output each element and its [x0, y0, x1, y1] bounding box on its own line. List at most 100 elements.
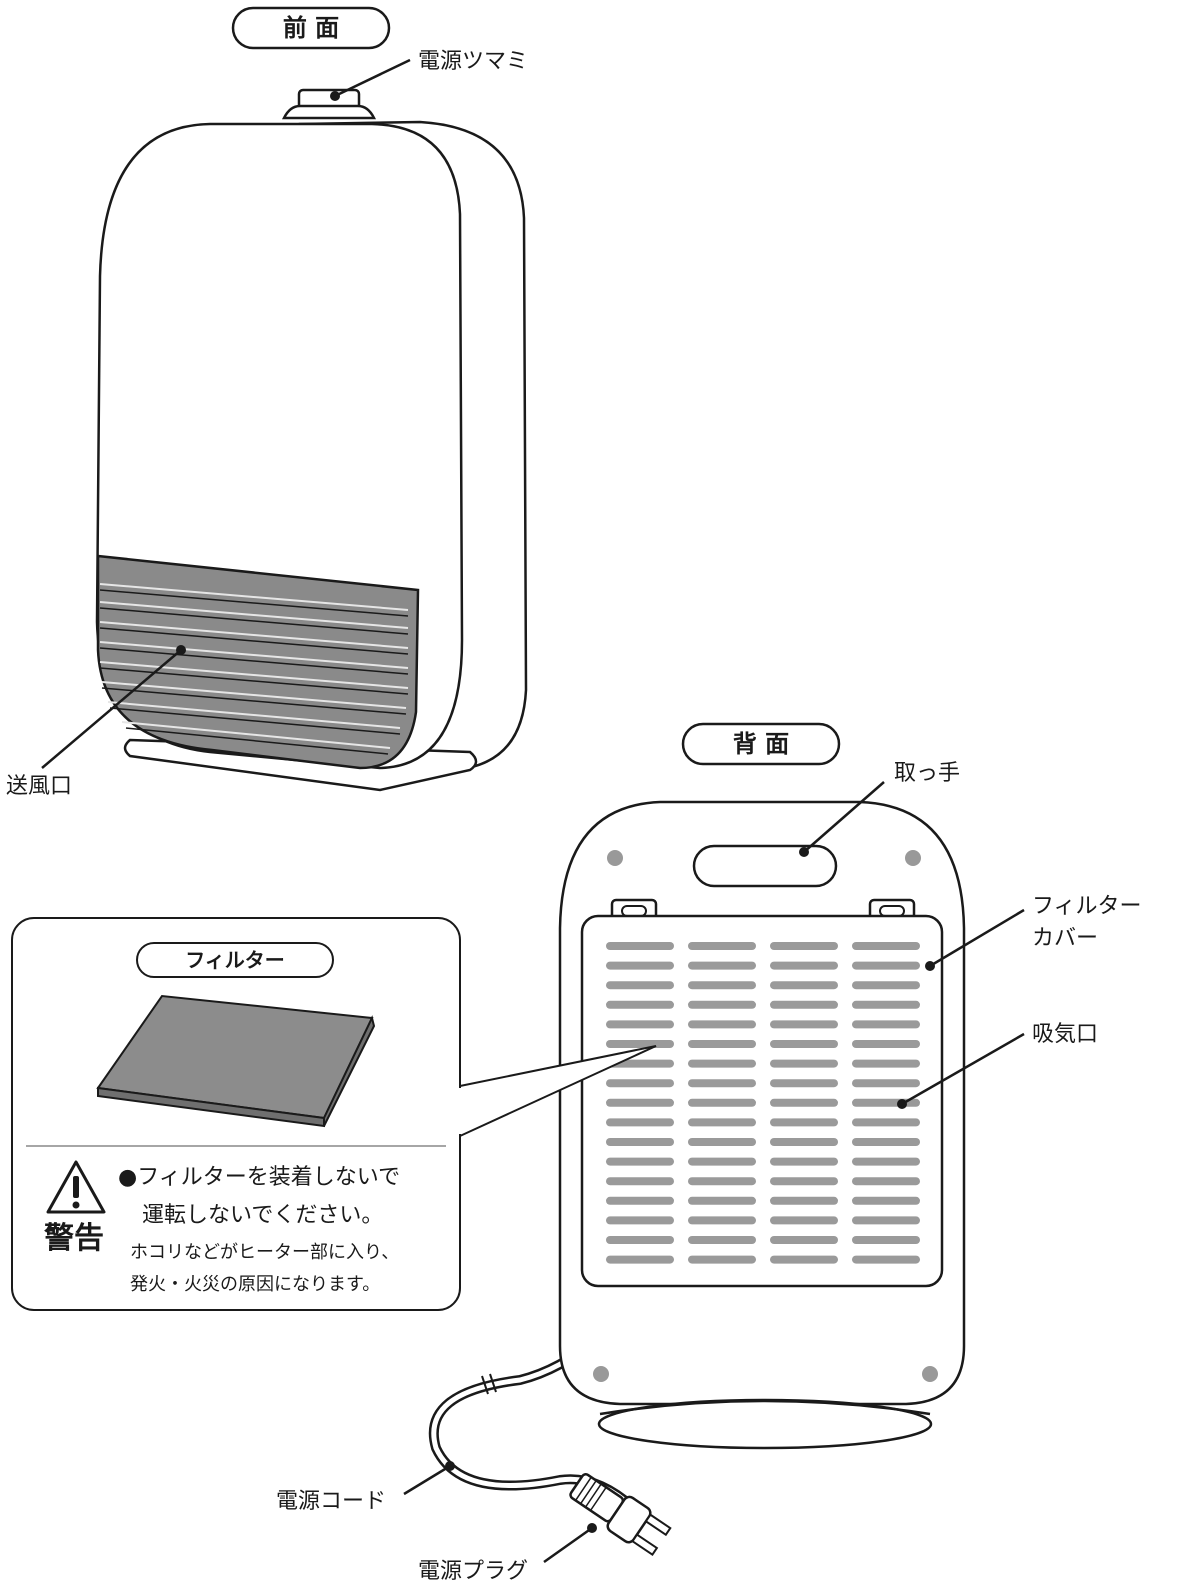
intake-slot [770, 1177, 838, 1186]
intake-slot [688, 1236, 756, 1244]
handle [692, 844, 838, 888]
intake-slot [770, 1000, 838, 1009]
intake-slot [606, 961, 674, 970]
intake-slot [770, 981, 838, 990]
intake-slot [688, 1196, 756, 1205]
filter-title-pill: フィルター [136, 942, 334, 978]
intake-slot [852, 1059, 920, 1068]
air-intake-slots [606, 942, 920, 1264]
back-view: 背 面 [276, 722, 1142, 1584]
power-knob-dot [330, 91, 340, 101]
intake-slot [688, 1255, 756, 1264]
filter-callout: フィルター 警告 ●フィルターを装着しないで 運転しないでください。 ホコリなど… [11, 917, 657, 1311]
air-intake-label: 吸気口 [1032, 1022, 1098, 1047]
air-outlet-leader [41, 649, 182, 769]
intake-slot [606, 1177, 674, 1186]
warning-line2: 運転しないでください。 [142, 1203, 383, 1228]
intake-slot [606, 1236, 674, 1244]
intake-slot [852, 1000, 920, 1009]
intake-slot [852, 942, 920, 950]
power-cord [428, 1333, 645, 1519]
intake-slot [606, 1255, 674, 1264]
intake-slot [606, 1000, 674, 1009]
intake-slot [606, 981, 674, 990]
intake-slot [852, 1196, 920, 1205]
intake-slot [770, 1216, 838, 1225]
power-plug [569, 1473, 672, 1557]
intake-slot [770, 1138, 838, 1146]
filter-cover-dot [925, 961, 935, 971]
intake-slot [852, 1216, 920, 1225]
front-title-pill: 前 面 [231, 6, 391, 50]
power-cord-dot [445, 1461, 455, 1471]
intake-slot [606, 1118, 674, 1127]
intake-slot [852, 1157, 920, 1166]
filter-cover-label-line1: フィルター [1032, 894, 1142, 919]
filter-title: フィルター [185, 948, 285, 972]
power-knob-leader [334, 58, 411, 98]
intake-slot [606, 1020, 674, 1029]
warning-triangle-icon [46, 1160, 106, 1214]
warning-note-line2: 発火・火災の原因になります。 [130, 1274, 380, 1295]
front-view: 前 面 [6, 6, 528, 799]
power-plug-dot [587, 1523, 597, 1533]
intake-slot [606, 1157, 674, 1166]
intake-slot [852, 1020, 920, 1029]
intake-slot [770, 1020, 838, 1029]
intake-slot [688, 961, 756, 970]
intake-slot [688, 1040, 756, 1048]
intake-slot [852, 1079, 920, 1088]
warning-note-line1: ホコリなどがヒーター部に入り、 [130, 1242, 399, 1263]
power-plug-label: 電源プラグ [418, 1559, 528, 1584]
intake-slot [688, 1157, 756, 1166]
intake-slot [770, 1059, 838, 1068]
front-title: 前 面 [283, 14, 339, 42]
intake-slot [770, 1118, 838, 1127]
intake-slot [606, 1216, 674, 1225]
handle-dot [799, 847, 809, 857]
power-cord-label: 電源コード [276, 1489, 386, 1514]
air-outlet-grille [96, 554, 420, 770]
filter-cover [580, 914, 944, 1288]
intake-slot [770, 1157, 838, 1166]
air-intake-leader [901, 1032, 1025, 1106]
intake-slot [852, 961, 920, 970]
warning-line1: ●フィルターを装着しないで [118, 1165, 400, 1190]
intake-slot [688, 1000, 756, 1009]
air-outlet-label: 送風口 [6, 774, 72, 799]
intake-slot [688, 1079, 756, 1088]
air-outlet-dot [176, 645, 186, 655]
handle-leader [803, 781, 885, 853]
intake-slot [606, 1079, 674, 1088]
intake-slot [770, 942, 838, 950]
intake-slot [770, 961, 838, 970]
intake-slot [852, 981, 920, 990]
intake-slot [852, 1177, 920, 1186]
intake-slot [852, 1040, 920, 1048]
intake-slot [606, 1098, 674, 1107]
screw-dots [593, 850, 938, 1382]
intake-slot [688, 1118, 756, 1127]
intake-slot [688, 981, 756, 990]
intake-slot [770, 1040, 838, 1048]
intake-slot [688, 1059, 756, 1068]
back-title: 背 面 [733, 730, 789, 758]
intake-slot [606, 1138, 674, 1146]
intake-slot [688, 1177, 756, 1186]
intake-slot [852, 1138, 920, 1146]
intake-slot [606, 942, 674, 950]
intake-slot [606, 1196, 674, 1205]
intake-slot [688, 1216, 756, 1225]
intake-slot [770, 1079, 838, 1088]
back-title-pill: 背 面 [681, 722, 841, 766]
intake-slot [770, 1196, 838, 1205]
intake-slot [852, 1236, 920, 1244]
intake-slot [770, 1098, 838, 1107]
intake-slot [688, 942, 756, 950]
power-knob-label: 電源ツマミ [418, 49, 528, 74]
handle-label: 取っ手 [894, 761, 960, 786]
filter-pad [96, 994, 376, 1128]
intake-slot [688, 1098, 756, 1107]
